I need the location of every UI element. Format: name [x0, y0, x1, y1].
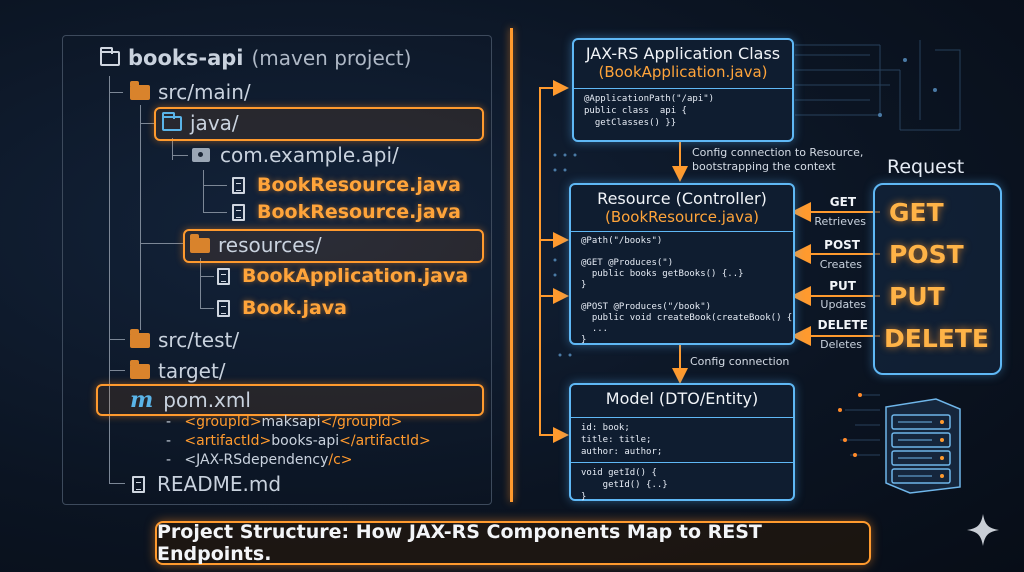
model-box-fields: id: book; title: title; author: author; — [571, 418, 793, 463]
folder-icon — [190, 233, 210, 253]
verb-delete: DELETE — [884, 324, 989, 353]
root-name: books-api — [128, 46, 244, 70]
folder-icon — [130, 80, 150, 100]
model-box: Model (DTO/Entity) id: book; title: titl… — [569, 383, 795, 502]
verb-post: POST — [889, 240, 964, 269]
tree-file-book[interactable]: Book.java — [217, 297, 347, 319]
resources-label: resources/ — [218, 233, 322, 257]
app-box-subtitle: (BookApplication.java) — [598, 63, 768, 81]
folder-icon — [130, 328, 150, 348]
resource-box-subtitle: (BookResource.java) — [604, 208, 760, 226]
folder-icon — [100, 46, 120, 66]
pom-line-artifactid: - <artifactId>books-api</artifactId> — [166, 433, 431, 449]
file-icon — [232, 176, 245, 194]
tree-frame — [62, 35, 492, 505]
folder-icon — [130, 359, 150, 379]
folder-icon — [162, 111, 182, 131]
request-panel — [873, 183, 1002, 375]
app-box-title: JAX-RS Application Class — [585, 44, 781, 63]
file-label: BookApplication.java — [242, 265, 469, 287]
tree-file-bookapplication[interactable]: BookApplication.java — [217, 265, 468, 287]
arrow-label-post: POST — [824, 238, 860, 252]
resource-box-code: @Path("/books") @GET @Produces(") public… — [581, 236, 793, 345]
server-rack-icon — [885, 398, 961, 494]
verb-get: GET — [889, 198, 944, 227]
package-label: com.example.api/ — [220, 143, 399, 167]
file-icon — [132, 475, 145, 493]
file-icon — [232, 203, 245, 221]
pom-label: pom.xml — [163, 388, 251, 412]
resources-folder-highlight — [183, 229, 484, 263]
tree-file-bookresource-2[interactable]: BookResource.java — [232, 201, 461, 223]
arrow-label-delete: DELETE — [817, 318, 868, 332]
tree-readme[interactable]: README.md — [132, 472, 281, 496]
tree-pom[interactable]: m pom.xml — [130, 387, 251, 413]
file-icon — [217, 267, 230, 285]
config-note-1: Config connection to Resource, bootstrap… — [692, 146, 864, 173]
action-updates: Updates — [820, 298, 866, 311]
tree-java[interactable]: java/ — [162, 111, 239, 135]
file-icon — [217, 299, 230, 317]
action-retrieves: Retrieves — [814, 215, 866, 228]
java-label: java/ — [190, 111, 239, 135]
root-note: (maven project) — [251, 46, 412, 70]
caption: Project Structure: How JAX-RS Components… — [155, 521, 871, 565]
request-title: Request — [887, 156, 965, 178]
src-test-label: src/test/ — [158, 328, 240, 352]
verb-put: PUT — [889, 282, 945, 311]
tree-target[interactable]: target/ — [130, 359, 226, 383]
tree-file-bookresource-1[interactable]: BookResource.java — [232, 174, 461, 196]
model-box-title: Model (DTO/Entity) — [605, 389, 759, 408]
pom-highlight — [96, 384, 484, 416]
java-folder-highlight — [154, 107, 484, 141]
resource-box-title: Resource (Controller) — [597, 189, 767, 208]
tree-package[interactable]: com.example.api/ — [192, 143, 399, 167]
app-box-code: @ApplicationPath("/api") public class ap… — [584, 94, 715, 128]
tree-src-main[interactable]: src/main/ — [130, 80, 251, 104]
sparkle-icon — [967, 514, 999, 546]
config-note-2: Config connection — [690, 355, 790, 368]
readme-label: README.md — [157, 472, 282, 496]
file-label: Book.java — [242, 297, 347, 319]
arrow-label-get: GET — [829, 195, 856, 209]
tree-resources[interactable]: resources/ — [190, 233, 322, 257]
model-box-methods: void getId() { getId() {..} } — [581, 468, 668, 502]
maven-icon: m — [130, 387, 154, 413]
file-label: BookResource.java — [257, 174, 461, 196]
target-label: target/ — [158, 359, 226, 383]
tree-root[interactable]: books-api (maven project) — [100, 46, 411, 70]
tree-src-test[interactable]: src/test/ — [130, 328, 239, 352]
application-class-box: JAX-RS Application Class (BookApplicatio… — [572, 38, 794, 142]
resource-box: Resource (Controller) (BookResource.java… — [569, 183, 795, 345]
package-icon — [192, 148, 210, 162]
file-label: BookResource.java — [257, 201, 461, 223]
action-deletes: Deletes — [820, 338, 862, 351]
arrow-label-put: PUT — [829, 279, 856, 293]
pom-line-dependency: - <JAX-RSdependency/c> — [166, 452, 353, 468]
pom-line-groupid: - <groupId>maksapi</groupId> — [166, 414, 403, 430]
divider — [510, 28, 513, 502]
src-main-label: src/main/ — [158, 80, 251, 104]
action-creates: Creates — [819, 258, 862, 271]
